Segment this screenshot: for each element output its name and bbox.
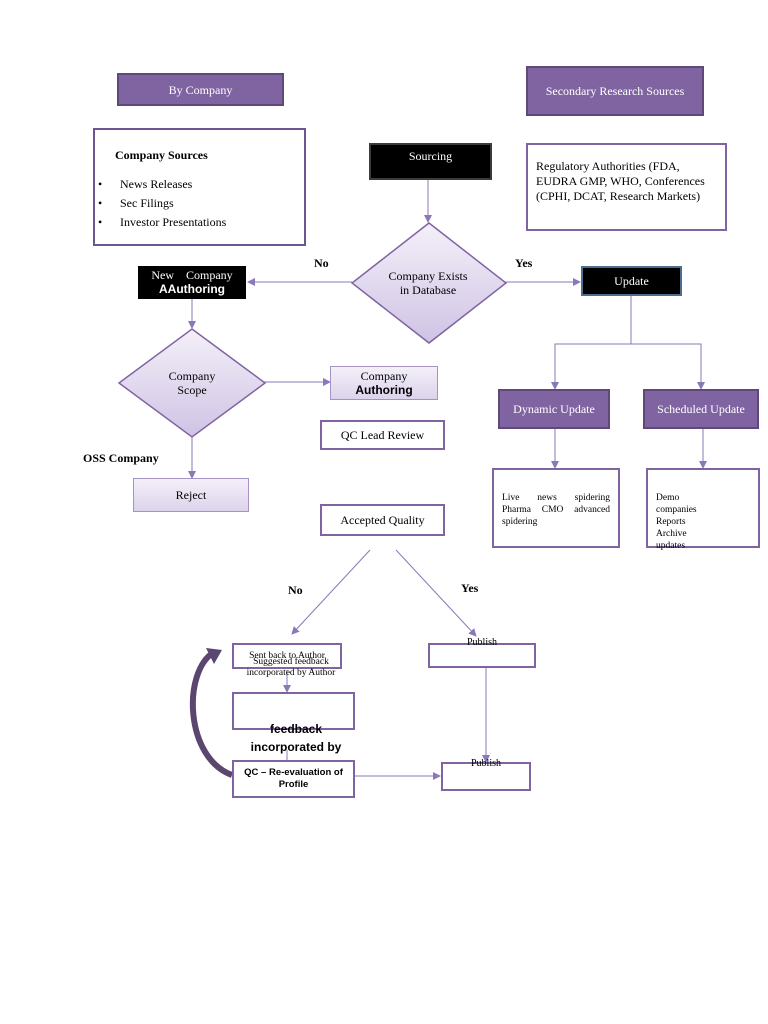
qc-lead-review-box: QC Lead Review bbox=[320, 420, 445, 450]
yes-label-1: Yes bbox=[515, 256, 533, 270]
publish-box-1: Publish bbox=[428, 637, 536, 668]
no-label-1: No bbox=[314, 256, 329, 270]
new-company-line1: New Company bbox=[151, 268, 233, 282]
company-exists-label: Company Exists in Database bbox=[388, 269, 468, 297]
company-scope-label: Company Scope bbox=[168, 369, 216, 397]
no-label-2: No bbox=[288, 583, 303, 597]
company-exists-decision bbox=[351, 222, 507, 344]
company-sources-box: Company Sources News Releases Sec Filing… bbox=[93, 128, 306, 246]
by-company-header: By Company bbox=[117, 73, 284, 106]
new-company-line2: AAuthoring bbox=[159, 282, 225, 296]
sourcing-box: Sourcing bbox=[369, 143, 492, 180]
secondary-research-sources-header: Secondary Research Sources bbox=[526, 66, 704, 116]
sent-back-to-author-box: Sent back to Author bbox=[232, 643, 342, 669]
scheduled-update-details-box: Demo companies Reports Archive updates bbox=[646, 468, 760, 551]
list-item: Sec Filings bbox=[120, 194, 226, 213]
publish-box-2: Publish bbox=[441, 758, 531, 791]
regulatory-authorities-box: Regulatory Authorities (FDA, EUDRA GMP, … bbox=[526, 143, 727, 231]
feedback-incorporated-label: feedback incorporated by Author bbox=[250, 722, 342, 764]
new-company-authoring-box: New Company AAuthoring bbox=[138, 266, 246, 299]
publish-label-1: Publish bbox=[466, 637, 497, 648]
list-item: Investor Presentations bbox=[120, 213, 226, 232]
loop-back-arrow bbox=[189, 649, 234, 778]
dynamic-update-details-box: Live news spidering Pharma CMO advanced … bbox=[492, 468, 620, 548]
qc-reevaluation-box: QC – Re-evaluation of Profile bbox=[232, 760, 355, 798]
suggested-feedback-label: Suggested feedback incorporated by Autho… bbox=[246, 657, 336, 678]
list-item: News Releases bbox=[120, 175, 226, 194]
connector-update-split-right bbox=[631, 343, 702, 388]
oss-company-label: OSS Company bbox=[83, 451, 159, 465]
dynamic-update-box: Dynamic Update bbox=[498, 389, 610, 429]
accepted-quality-box: Accepted Quality bbox=[320, 504, 445, 536]
arrow-quality-no bbox=[291, 549, 371, 635]
update-box: Update bbox=[581, 266, 682, 296]
company-authoring-box: Company Authoring bbox=[330, 366, 438, 400]
reject-box: Reject bbox=[133, 478, 249, 512]
connector-update-split bbox=[554, 296, 632, 388]
company-sources-list: News Releases Sec Filings Investor Prese… bbox=[115, 175, 226, 232]
loop-back-arrowhead bbox=[206, 648, 222, 664]
feedback-incorporated-box: feedback incorporated by Author bbox=[232, 692, 355, 764]
scheduled-update-box: Scheduled Update bbox=[643, 389, 759, 429]
company-scope-decision bbox=[117, 328, 267, 438]
publish-label-2: Publish bbox=[470, 758, 501, 769]
company-authoring-line1: Company bbox=[360, 369, 408, 383]
arrow-quality-yes bbox=[395, 549, 477, 637]
sent-back-label: Sent back to Author bbox=[249, 651, 325, 661]
company-authoring-line2: Authoring bbox=[355, 383, 413, 397]
company-sources-title: Company Sources bbox=[115, 148, 208, 162]
yes-label-2: Yes bbox=[461, 581, 479, 595]
